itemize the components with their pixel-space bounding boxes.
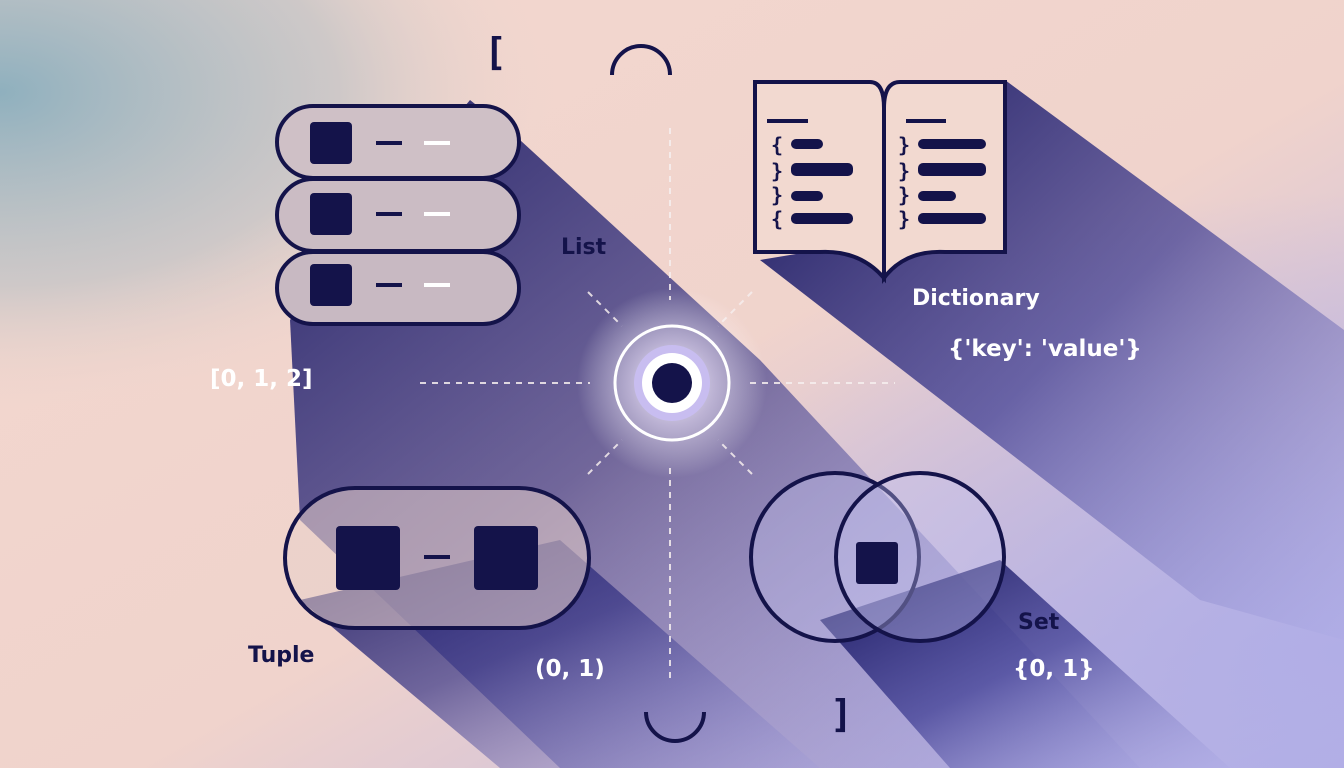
open-bracket: [ [484, 30, 507, 74]
bottom-arc [644, 711, 706, 743]
svg-text:{: { [771, 207, 783, 231]
book-left-lines: { } } { [771, 133, 853, 231]
book-right-page [882, 80, 1007, 284]
close-bracket: ] [830, 692, 853, 736]
dictionary-example: {'key': 'value'} [948, 336, 1142, 362]
set-shadow [820, 560, 1230, 768]
dictionary-label: Dictionary [912, 286, 1040, 311]
dictionary-book-icon: { } } { } } } } [753, 80, 1007, 284]
svg-text:}: } [771, 183, 783, 207]
list-item-1 [275, 104, 521, 180]
set-label: Set [1018, 610, 1060, 635]
svg-text:}: } [898, 207, 910, 231]
center-dot [652, 363, 692, 403]
svg-text:}: } [898, 133, 910, 157]
svg-text:}: } [771, 159, 783, 183]
tuple-example: (0, 1) [535, 656, 605, 682]
center-ring-outer [613, 324, 731, 442]
tuple-icon [283, 486, 591, 630]
set-example: {0, 1} [1013, 656, 1095, 682]
svg-text:{: { [771, 133, 783, 157]
set-circle-right [834, 471, 1006, 643]
tuple-label: Tuple [248, 643, 315, 668]
set-icon [749, 471, 1006, 643]
svg-text:}: } [898, 183, 910, 207]
top-arc [610, 44, 672, 76]
list-item-3 [275, 250, 521, 326]
book-right-lines: } } } } [898, 133, 986, 231]
list-item-2 [275, 177, 521, 253]
list-icon [275, 104, 521, 326]
list-label: List [561, 235, 607, 260]
list-example: [0, 1, 2] [210, 366, 313, 392]
svg-text:}: } [898, 159, 910, 183]
set-intersection-square [856, 542, 898, 584]
